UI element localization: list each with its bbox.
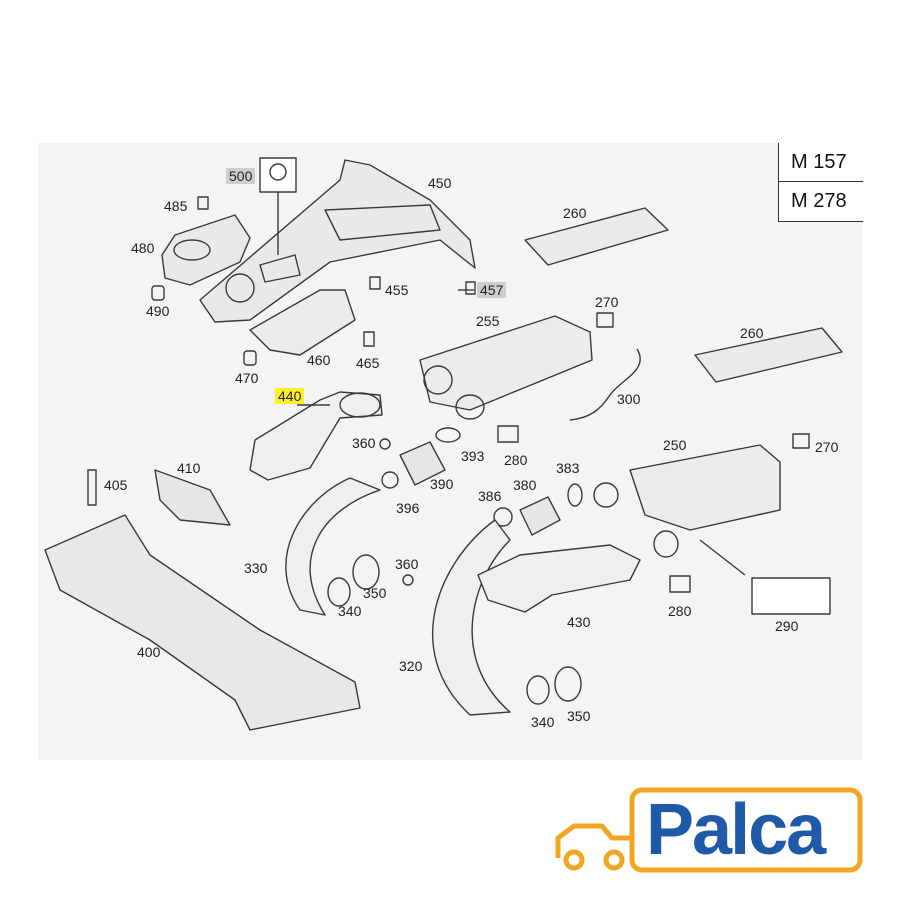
clamp-383 [567,483,583,507]
label-plate-500 [259,157,297,193]
part-label-396: 396 [396,500,420,516]
air-box-255 [419,315,593,411]
sensor-270-b [792,433,810,449]
part-label-480: 480 [131,240,155,256]
logo-frame [629,787,863,873]
clamp-393 [435,427,461,443]
part-label-270-a: 270 [595,294,619,310]
part-label-260-right: 260 [740,325,764,341]
part-label-460: 460 [307,352,331,368]
clip-465 [363,331,375,347]
model-code-2: M 278 [779,181,863,220]
part-label-400: 400 [137,644,161,660]
part-label-490: 490 [146,303,170,319]
maf-380 [519,496,561,536]
part-label-330: 330 [244,560,268,576]
cover-460 [249,289,356,356]
clamp-396 [381,471,399,489]
bolt-405 [87,469,97,506]
part-label-405: 405 [104,477,128,493]
part-label-340-a: 340 [338,603,362,619]
part-label-270-b: 270 [815,439,839,455]
part-label-485: 485 [164,198,188,214]
part-label-360-a: 360 [352,435,376,451]
part-label-450: 450 [428,175,452,191]
grommet-490 [151,285,165,301]
part-label-410: 410 [177,460,201,476]
part-label-350-a: 350 [363,585,387,601]
maf-390 [399,441,446,486]
part-label-290: 290 [775,618,799,634]
part-label-300: 300 [617,391,641,407]
part-label-390: 390 [430,476,454,492]
part-label-455: 455 [385,282,409,298]
clip-455 [369,276,381,290]
hose-320 [432,519,511,716]
part-label-280-a: 280 [504,452,528,468]
air-box-250 [629,444,781,531]
grommet-470 [243,350,257,366]
tray-400 [44,514,361,731]
part-label-500: 500 [226,168,256,184]
part-label-386: 386 [478,488,502,504]
filter-260-top [524,207,669,266]
part-label-440: 440 [275,388,305,404]
clip-457 [465,281,476,295]
part-label-280-b: 280 [668,603,692,619]
cover-480 [161,214,251,286]
part-label-380: 380 [513,477,537,493]
wiring-300 [569,348,641,421]
ring-340-a [327,577,351,607]
palca-logo [555,787,863,873]
part-label-320: 320 [399,658,423,674]
car-icon [555,823,635,871]
duct-430 [477,544,641,613]
part-label-360-b: 360 [395,556,419,572]
part-label-350-b: 350 [567,708,591,724]
part-label-260-top: 260 [563,205,587,221]
part-label-470: 470 [235,370,259,386]
part-label-465: 465 [356,355,380,371]
clip-280-a [497,425,519,443]
screw-360-b [402,574,414,586]
part-label-457: 457 [477,282,507,298]
hose-330 [285,477,381,616]
part-label-250: 250 [663,437,687,453]
ring-340-b [526,675,550,705]
clip-280-b [669,575,691,593]
model-code-1: M 157 [791,151,847,173]
sensor-270-a [596,312,614,328]
filter-260-right [694,327,843,383]
bracket-410 [154,469,231,526]
ring-350-a [352,554,380,590]
part-label-393: 393 [461,448,485,464]
screw-360-a [379,438,391,450]
clamp-386 [493,507,513,527]
part-label-255: 255 [476,313,500,329]
part-label-383: 383 [556,460,580,476]
model-code-box: M 157 M 278 [778,143,863,222]
ring-350-b [554,666,582,702]
clip-485 [197,196,209,210]
part-label-430: 430 [567,614,591,630]
logo-wordmark: Palca [646,790,826,870]
warning-label-290 [751,577,831,615]
part-label-340-b: 340 [531,714,555,730]
